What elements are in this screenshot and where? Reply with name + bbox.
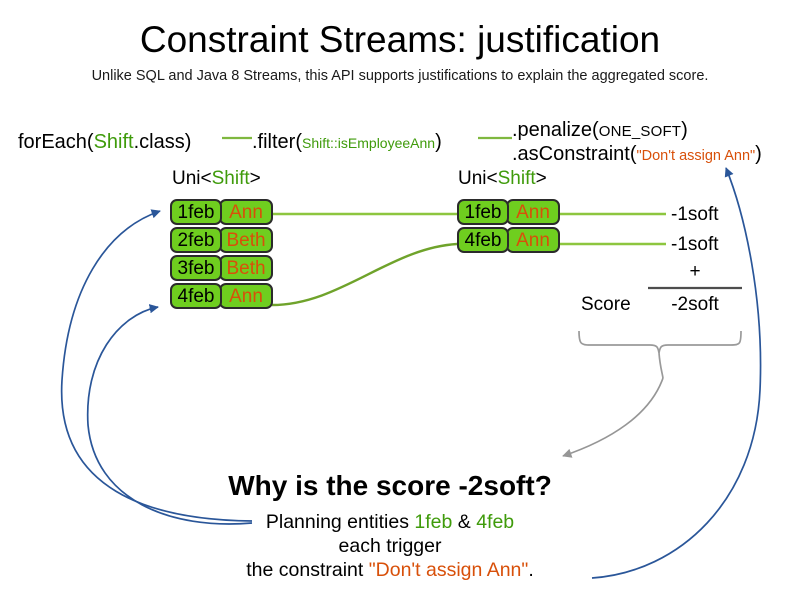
tuple-employee: Ann: [219, 199, 273, 225]
code-asconstraint-arg: "Don't assign Ann": [636, 148, 756, 164]
page-title: Constraint Streams: justification: [139, 19, 661, 60]
score-brace: [578, 330, 742, 354]
code-asconstraint-suffix: ): [755, 143, 762, 165]
code-foreach-suffix: .class): [133, 131, 192, 153]
match-score-1: -1soft: [671, 204, 719, 225]
stream-left-label-type: Shift: [211, 168, 250, 189]
tuple-employee: Beth: [219, 227, 273, 253]
stream-left-tuples: 1feb Ann 2feb Beth 3feb Beth 4feb Ann: [170, 199, 273, 309]
match-score-2: -1soft: [671, 234, 719, 255]
tuple-date: 1feb: [170, 199, 222, 225]
explanation-line-1-amp: &: [452, 511, 477, 533]
code-filter-suffix: ): [435, 131, 442, 153]
tuple-date: 4feb: [457, 227, 509, 253]
page-subtitle: Unlike SQL and Java 8 Streams, this API …: [91, 68, 709, 84]
stream-right-label-type: Shift: [497, 168, 536, 189]
code-penalize-prefix: .penalize(: [512, 119, 599, 141]
explanation-line-3-prefix: the constraint: [246, 559, 369, 581]
code-asconstraint-prefix: .asConstraint(: [512, 143, 637, 165]
explanation-entity-1feb: 1feb: [414, 511, 453, 533]
explanation-line-2: each trigger: [338, 535, 442, 557]
code-foreach-prefix: forEach(: [18, 131, 94, 153]
code-filter: .filter(Shift::isEmployeeAnn): [252, 130, 442, 155]
explanation-line-3: the constraint "Don't assign Ann".: [180, 558, 600, 582]
stream-right-tuples: 1feb Ann 4feb Ann: [457, 199, 560, 253]
explanation-line-1-prefix: Planning entities: [265, 511, 415, 533]
code-penalize-arg: ONE_SOFT: [598, 123, 682, 140]
code-penalize: .penalize(ONE_SOFT): [512, 118, 688, 144]
tuple-employee: Ann: [506, 227, 560, 253]
brace-to-question-arrow: [562, 377, 664, 458]
explanation-heading: Why is the score -2soft?: [228, 470, 552, 501]
tuple-row: 2feb Beth: [170, 227, 273, 253]
constraint-name-arrow: [591, 167, 762, 579]
score-total: -2soft: [671, 294, 719, 315]
flow-line-4feb: [271, 242, 458, 307]
tuple-date: 1feb: [457, 199, 509, 225]
explanation-entity-4feb: 4feb: [476, 511, 515, 533]
tuple-employee: Ann: [506, 199, 560, 225]
code-penalize-suffix: ): [681, 119, 688, 141]
explanation-line-1: Planning entities 1feb & 4feb: [180, 510, 600, 534]
explanation-line-3-suffix: .: [528, 559, 534, 581]
explanation-constraint-name: "Don't assign Ann": [368, 559, 529, 581]
tuple-row: 3feb Beth: [170, 255, 273, 281]
tuple-employee: Ann: [219, 283, 273, 309]
tuple-date: 4feb: [170, 283, 222, 309]
tuple-row: 1feb Ann: [457, 199, 560, 225]
stream-right-label: Uni<Shift>: [458, 168, 547, 190]
code-foreach: forEach(Shift.class): [18, 130, 191, 154]
stream-right-label-prefix: Uni<: [458, 168, 498, 189]
stream-left-label-prefix: Uni<: [172, 168, 212, 189]
code-foreach-type: Shift: [93, 131, 134, 153]
tuple-row: 1feb Ann: [170, 199, 273, 225]
tuple-date: 2feb: [170, 227, 222, 253]
tuple-employee: Beth: [219, 255, 273, 281]
score-brace-tail: [658, 352, 664, 379]
stream-left-label: Uni<Shift>: [172, 168, 261, 190]
tuple-row: 4feb Ann: [170, 283, 273, 309]
sum-operator: +: [689, 261, 701, 282]
stream-right-label-suffix: >: [535, 168, 547, 189]
stream-left-label-suffix: >: [249, 168, 261, 189]
code-filter-prefix: .filter(: [252, 131, 302, 153]
score-label: Score: [581, 294, 631, 315]
tuple-date: 3feb: [170, 255, 222, 281]
code-filter-arg: Shift::isEmployeeAnn: [302, 135, 436, 151]
code-asconstraint: .asConstraint("Don't assign Ann"): [512, 142, 762, 168]
tuple-row: 4feb Ann: [457, 227, 560, 253]
